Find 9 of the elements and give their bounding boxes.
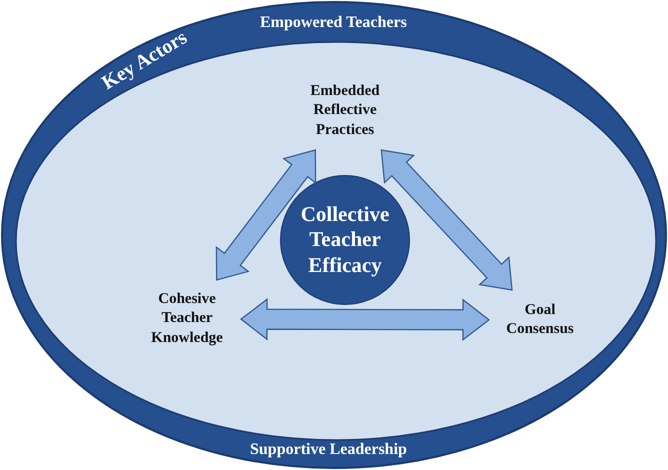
double-arrow: [216, 149, 316, 281]
ring-label: Supportive Leadership: [250, 441, 407, 459]
center-label: Collective Teacher Efficacy: [300, 202, 390, 278]
concept-label: Embedded Reflective Practices: [309, 82, 381, 140]
concept-label: Cohesive Teacher Knowledge: [150, 290, 224, 348]
double-arrow: [380, 149, 513, 291]
ring-label: Empowered Teachers: [260, 14, 407, 32]
double-arrow: [240, 298, 490, 341]
concept-label: Goal Consensus: [505, 300, 575, 339]
